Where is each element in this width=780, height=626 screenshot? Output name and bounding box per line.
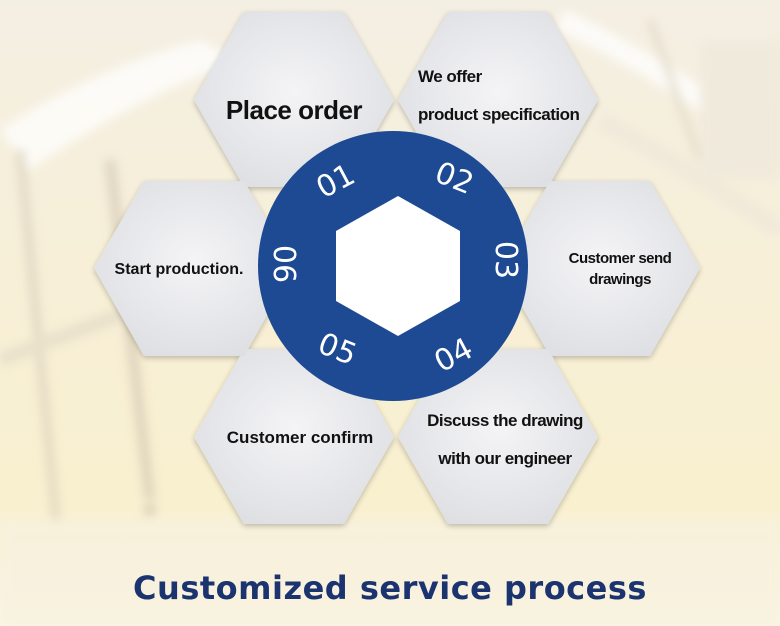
step-hexagons (94, 12, 700, 524)
hexagon-step-04 (398, 349, 598, 524)
step-label-06: Start production. (114, 260, 244, 278)
step-label-03: Customer send drawings (568, 250, 672, 288)
hexagon-step-05 (194, 349, 394, 524)
step-number-03: 03 (488, 240, 523, 280)
hexagon-step-06 (94, 181, 294, 356)
center-hexagon (336, 196, 460, 336)
step-label-04: Discuss the drawing with our engineer (427, 411, 583, 468)
step-label-05: Customer confirm (226, 428, 374, 448)
step-label-01: Place order (225, 94, 363, 125)
hexagon-step-03 (500, 181, 700, 356)
step-label-02: We offer product specification (418, 67, 580, 124)
diagram-title: Customized service process (133, 569, 647, 607)
step-number-06: 06 (266, 244, 301, 284)
